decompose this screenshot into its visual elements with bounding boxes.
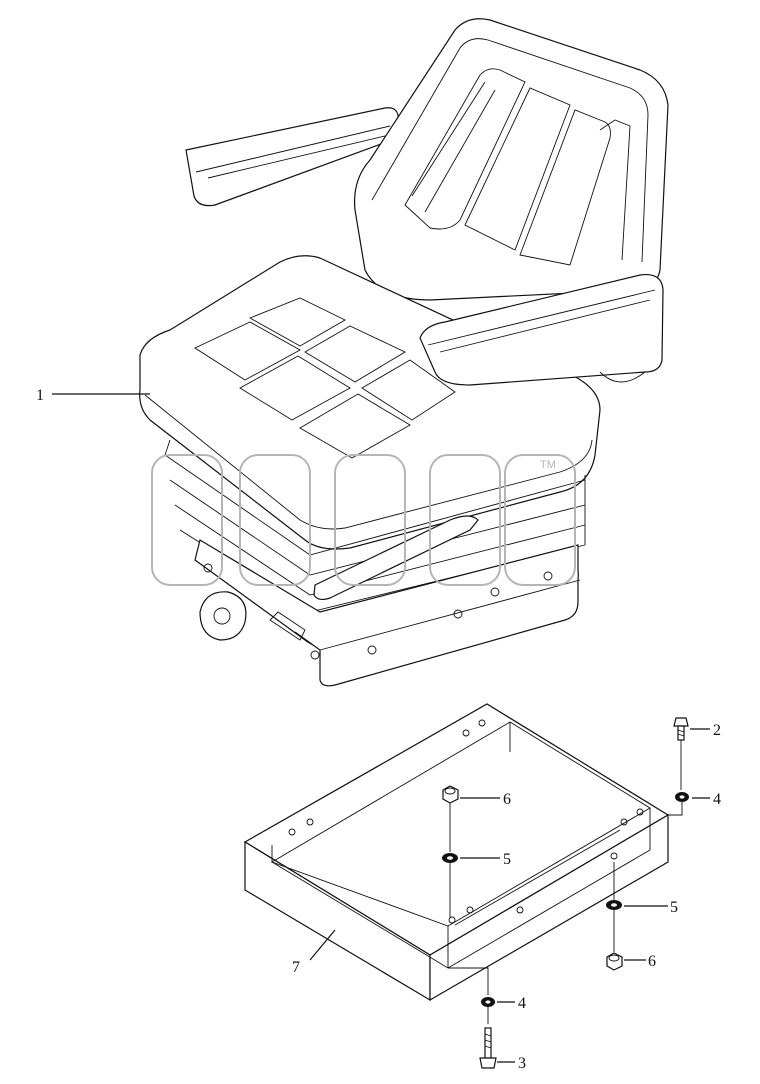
bolt-bottom [479, 1027, 497, 1069]
callout-6-right: 6 [648, 953, 656, 970]
washer-right [606, 862, 622, 952]
washer-top-right [668, 792, 689, 816]
seat-assembly [139, 18, 669, 687]
callout-7: 7 [292, 959, 300, 976]
nut-upper [442, 785, 459, 852]
callout-2: 2 [713, 722, 721, 739]
watermark-trademark: TM [540, 459, 556, 471]
seat-cushion [139, 255, 601, 550]
left-armrest [185, 107, 399, 207]
callout-6-upper: 6 [503, 791, 511, 808]
callout-4-bottom: 4 [518, 995, 526, 1012]
nut-right [606, 952, 623, 971]
callout-labels: 1 2 3 4 4 5 5 6 6 7 [36, 387, 721, 1072]
bolt-top-right [673, 717, 689, 790]
suspension-base [164, 439, 586, 687]
callout-4-top: 4 [713, 791, 721, 808]
callout-3: 3 [518, 1055, 526, 1072]
watermark-logo: TM [151, 454, 576, 586]
backrest [353, 18, 669, 301]
callout-1: 1 [36, 387, 44, 404]
callout-5-upper: 5 [503, 851, 511, 868]
washer-bottom [448, 967, 495, 1024]
callout-5-right: 5 [670, 899, 678, 916]
leader-lines [52, 393, 710, 1063]
mounting-frame [243, 703, 670, 1002]
washer-upper [442, 853, 458, 918]
right-armrest [419, 273, 664, 386]
